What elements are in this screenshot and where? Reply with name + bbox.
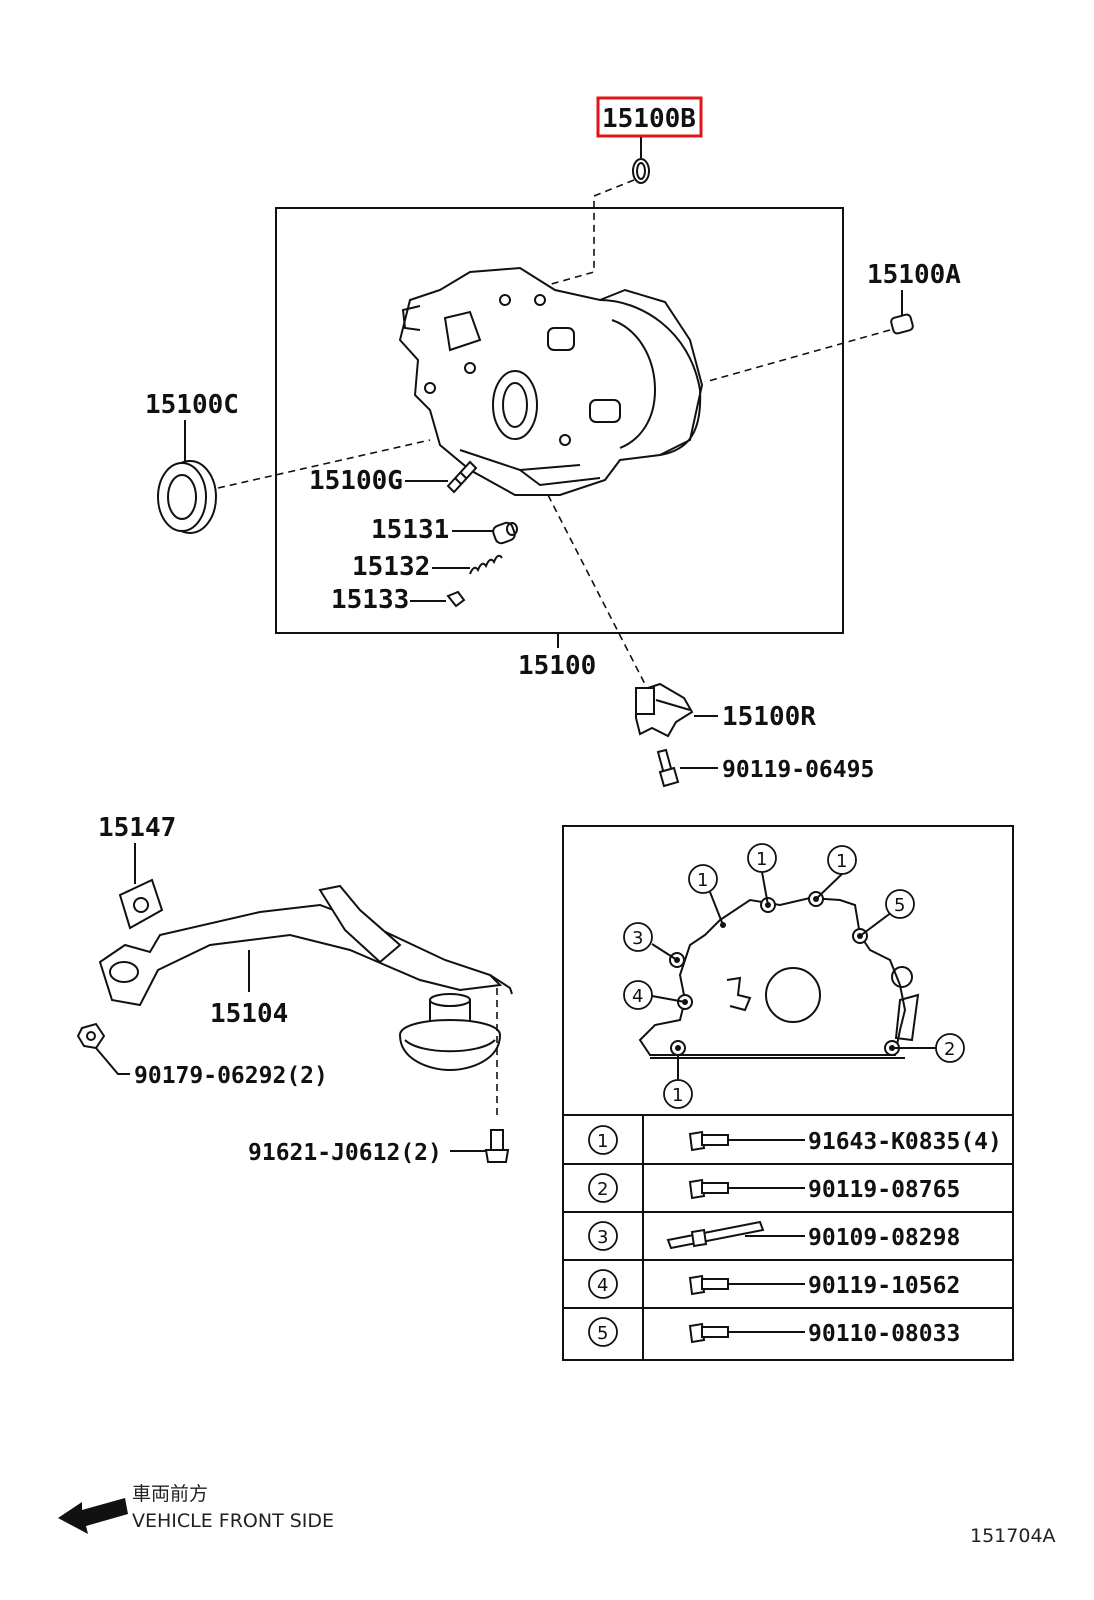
relief-valve-15131 <box>492 521 518 545</box>
oil-strainer-15104 <box>98 884 513 1072</box>
footer-direction: VEHICLE FRONT SIDE <box>132 1510 334 1532</box>
o-ring-15100B <box>632 158 650 184</box>
spring-15132 <box>469 554 503 575</box>
svg-text:1: 1 <box>672 1085 683 1106</box>
svg-text:5: 5 <box>597 1323 608 1344</box>
label-90179-06292[interactable]: 90179-06292(2) <box>134 1063 328 1089</box>
label-15131[interactable]: 15131 <box>371 515 449 545</box>
svg-text:2: 2 <box>944 1039 955 1060</box>
svg-text:4: 4 <box>597 1275 608 1296</box>
svg-text:1: 1 <box>836 851 847 872</box>
dash-15100B <box>547 179 635 286</box>
bolt-table-row-5: 5 90110-08033 <box>588 1317 960 1347</box>
oil-seal-15100C <box>157 460 217 534</box>
stud-15100G <box>446 460 478 494</box>
bolt-91621-J0612 <box>484 1129 510 1163</box>
svg-text:1: 1 <box>756 849 767 870</box>
label-15100[interactable]: 15100 <box>518 651 596 681</box>
dowel-pin-15100A <box>890 313 914 335</box>
front-direction-arrow-icon <box>58 1498 128 1534</box>
sensor-15100R <box>635 682 694 738</box>
svg-text:1: 1 <box>697 870 708 891</box>
svg-text:1: 1 <box>597 1131 608 1152</box>
highlight-box-15100B <box>596 96 703 138</box>
label-15133[interactable]: 15133 <box>331 585 409 615</box>
label-15147[interactable]: 15147 <box>98 813 176 843</box>
label-15100B[interactable]: 15100B <box>602 104 696 134</box>
assembly-box-15100 <box>275 207 844 634</box>
bolt-table-row-4: 4 90119-10562 <box>588 1269 960 1299</box>
bolt-part-4[interactable]: 90119-10562 <box>808 1273 960 1299</box>
cover-outline <box>638 896 920 1059</box>
bolt-part-2[interactable]: 90119-08765 <box>808 1177 960 1203</box>
bolt-dots <box>669 891 900 1056</box>
bolt-table-row-3: 3 90109-08298 <box>588 1220 960 1251</box>
bolt-part-5[interactable]: 90110-08033 <box>808 1321 960 1347</box>
svg-text:5: 5 <box>894 895 905 916</box>
figure-code: 151704A <box>970 1525 1056 1547</box>
gasket-15147 <box>118 878 164 930</box>
label-15100A[interactable]: 15100A <box>867 260 961 290</box>
plug-15133 <box>446 590 466 608</box>
bolt-90119-06495 <box>656 748 680 788</box>
bolt-location-inset <box>562 825 1014 1361</box>
bolt-part-1[interactable]: 91643-K0835(4) <box>808 1129 1002 1155</box>
oil-pump-body <box>398 266 704 496</box>
label-15104[interactable]: 15104 <box>210 999 288 1029</box>
label-15100R[interactable]: 15100R <box>722 702 816 732</box>
label-91621-J0612[interactable]: 91621-J0612(2) <box>248 1140 442 1166</box>
label-15100G[interactable]: 15100G <box>309 466 403 496</box>
svg-text:3: 3 <box>597 1227 608 1248</box>
bolt-table <box>563 1115 1013 1360</box>
bolt-callouts: 1 1 1 5 3 4 2 1 <box>623 843 965 1109</box>
footer-japanese: 車両前方 <box>132 1483 208 1505</box>
bolt-part-3[interactable]: 90109-08298 <box>808 1225 960 1251</box>
bolt-table-row-2: 2 90119-08765 <box>588 1173 960 1203</box>
svg-text:4: 4 <box>632 986 643 1007</box>
label-90119-06495[interactable]: 90119-06495 <box>722 757 874 783</box>
svg-text:2: 2 <box>597 1179 608 1200</box>
nut-90179-06292 <box>76 1022 106 1050</box>
bolt-table-row-1: 1 91643-K0835(4) <box>588 1125 1002 1155</box>
svg-text:3: 3 <box>632 928 643 949</box>
label-15100C[interactable]: 15100C <box>145 390 239 420</box>
label-15132[interactable]: 15132 <box>352 552 430 582</box>
